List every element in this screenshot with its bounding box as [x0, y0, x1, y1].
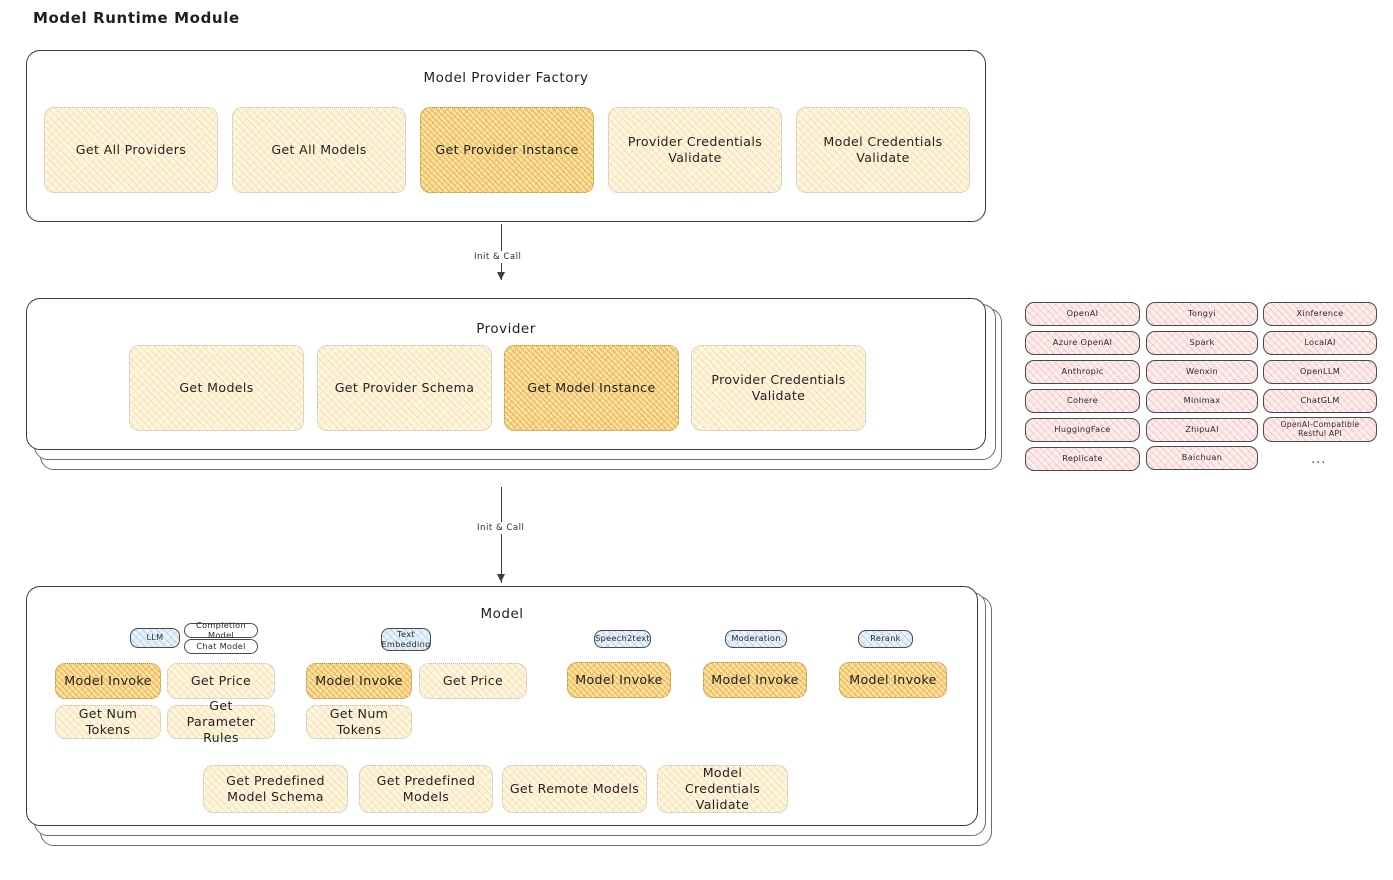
factory-method-get-provider-instance[interactable]: Get Provider Instance [420, 107, 594, 193]
provider-chip-openai[interactable]: OpenAI [1025, 302, 1140, 326]
model-type-text-embedding[interactable]: Text Embedding [381, 628, 431, 651]
provider-chip-cohere[interactable]: Cohere [1025, 389, 1140, 413]
rerank-method-model-invoke[interactable]: Model Invoke [839, 662, 947, 698]
llm-method-model-invoke[interactable]: Model Invoke [55, 663, 161, 699]
page-title: Model Runtime Module [33, 9, 240, 27]
model-subtype-chat-model[interactable]: Chat Model [184, 639, 258, 654]
model-type-speech2text[interactable]: Speech2text [594, 630, 651, 648]
provider-method-get-provider-schema[interactable]: Get Provider Schema [317, 345, 492, 431]
arrow-provider-to-model-line [501, 487, 503, 583]
model-method-get-predefined-models[interactable]: Get Predefined Models [359, 765, 493, 813]
arrow-factory-to-provider-head [497, 272, 505, 280]
provider-chip-azure-openai[interactable]: Azure OpenAI [1025, 331, 1140, 355]
text-embedding-method-model-invoke[interactable]: Model Invoke [306, 663, 412, 699]
provider-chip-minimax[interactable]: Minimax [1146, 389, 1258, 413]
provider-chip-openai-compatible-restful-api[interactable]: OpenAI-Compatible Restful API [1263, 417, 1377, 442]
provider-chip-xinference[interactable]: Xinference [1263, 302, 1377, 326]
provider-chip-huggingface[interactable]: HuggingFace [1025, 418, 1140, 442]
arrow-label-init-and-call-2: Init & Call [473, 522, 529, 534]
model-subtype-completion-model[interactable]: Completion Model [184, 620, 258, 639]
text-embedding-method-get-num-tokens[interactable]: Get Num Tokens [306, 705, 412, 739]
llm-method-get-parameter-rules[interactable]: Get Parameter Rules [167, 698, 275, 745]
provider-chip-wenxin[interactable]: Wenxin [1146, 360, 1258, 384]
llm-method-get-price[interactable]: Get Price [167, 663, 275, 699]
arrow-label-init-and-call-1: Init & Call [470, 251, 526, 263]
factory-title: Model Provider Factory [423, 70, 589, 86]
provider-list-more-ellipsis: ... [1311, 452, 1327, 467]
provider-title: Provider [476, 321, 536, 337]
model-type-rerank[interactable]: Rerank [858, 630, 913, 648]
provider-chip-baichuan[interactable]: Baichuan [1146, 446, 1258, 470]
provider-method-get-models[interactable]: Get Models [129, 345, 304, 431]
provider-chip-spark[interactable]: Spark [1146, 331, 1258, 355]
factory-method-provider-credentials-validate[interactable]: Provider Credentials Validate [608, 107, 782, 193]
provider-chip-zhipuai[interactable]: ZhipuAI [1146, 418, 1258, 442]
moderation-method-model-invoke[interactable]: Model Invoke [703, 662, 807, 698]
provider-chip-tongyi[interactable]: Tongyi [1146, 302, 1258, 326]
arrow-provider-to-model-head [497, 574, 505, 582]
provider-chip-replicate[interactable]: Replicate [1025, 447, 1140, 471]
text-embedding-method-get-price[interactable]: Get Price [419, 663, 527, 699]
model-type-moderation[interactable]: Moderation [725, 630, 787, 648]
model-method-get-remote-models[interactable]: Get Remote Models [502, 765, 647, 813]
provider-chip-anthropic[interactable]: Anthropic [1025, 360, 1140, 384]
model-title: Model [480, 606, 524, 622]
provider-method-provider-credentials-validate[interactable]: Provider Credentials Validate [691, 345, 866, 431]
factory-method-get-all-providers[interactable]: Get All Providers [44, 107, 218, 193]
model-type-llm[interactable]: LLM [130, 628, 180, 648]
provider-chip-localai[interactable]: LocalAI [1263, 331, 1377, 355]
llm-method-get-num-tokens[interactable]: Get Num Tokens [55, 705, 161, 739]
provider-method-get-model-instance[interactable]: Get Model Instance [504, 345, 679, 431]
model-method-get-predefined-model-schema[interactable]: Get Predefined Model Schema [203, 765, 348, 813]
speech2text-method-model-invoke[interactable]: Model Invoke [567, 662, 671, 698]
factory-method-model-credentials-validate[interactable]: Model Credentials Validate [796, 107, 970, 193]
provider-chip-chatglm[interactable]: ChatGLM [1263, 389, 1377, 413]
factory-method-get-all-models[interactable]: Get All Models [232, 107, 406, 193]
model-method-model-credentials-validate[interactable]: Model Credentials Validate [657, 765, 788, 813]
provider-chip-openllm[interactable]: OpenLLM [1263, 360, 1377, 384]
